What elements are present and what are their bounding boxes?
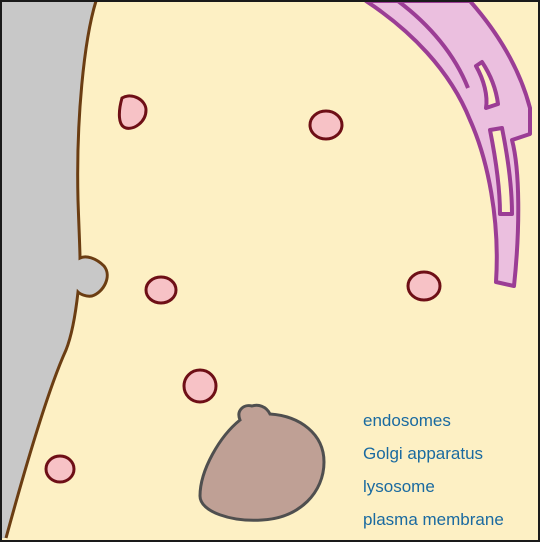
term-list: endosomes Golgi apparatus lysosome plasm…: [363, 404, 533, 536]
endosome: [117, 94, 148, 130]
term-lysosome: lysosome: [363, 477, 435, 496]
term-endosomes: endosomes: [363, 411, 451, 430]
endosome: [406, 270, 442, 302]
golgi-lumen-upper: [474, 60, 500, 110]
endosome: [182, 368, 218, 404]
term-golgi-apparatus: Golgi apparatus: [363, 444, 484, 463]
endosome: [144, 275, 178, 305]
plasma-membrane: [4, 0, 109, 539]
endosomes: [44, 94, 442, 484]
golgi-apparatus: [364, 0, 532, 288]
endosome: [308, 109, 344, 141]
term-plasma-membrane: plasma membrane: [363, 510, 504, 529]
golgi-lumen-lower: [488, 126, 514, 216]
endosome: [44, 454, 76, 484]
golgi-cisterna-divider: [396, 0, 470, 89]
lysosome: [198, 403, 326, 522]
extracellular-space: [1, 1, 108, 538]
